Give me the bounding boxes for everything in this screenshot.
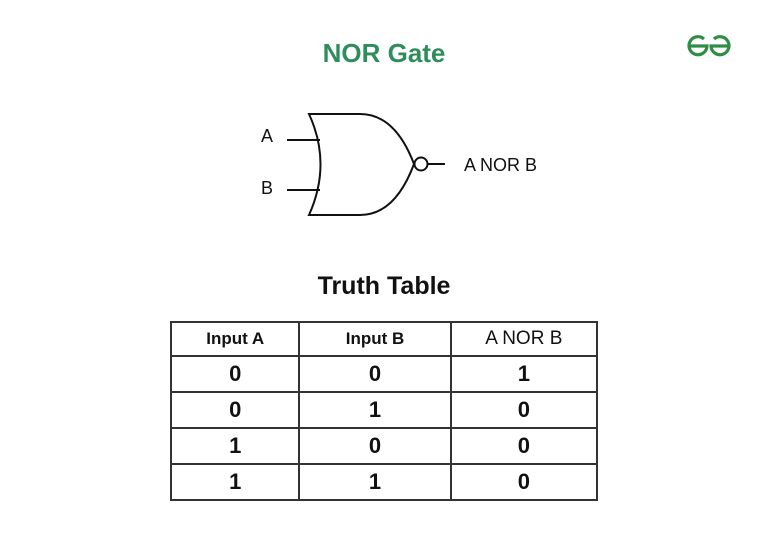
header-input-a: Input A [169, 321, 301, 357]
input-a-label: A [261, 126, 273, 146]
cell-output: 0 [449, 463, 599, 501]
table-row: 0 0 1 [169, 355, 599, 393]
truth-table: Input A Input B A NOR B 0 0 1 0 1 0 1 0 … [169, 321, 599, 501]
nor-gate-diagram: A B A NOR B [261, 113, 537, 216]
cell-output: 0 [449, 391, 599, 429]
cell-input-b: 1 [298, 391, 452, 429]
table-row: 0 1 0 [169, 391, 599, 429]
cell-input-a: 0 [169, 391, 301, 429]
cell-output: 0 [449, 427, 599, 465]
cell-output: 1 [449, 355, 599, 393]
cell-input-b: 0 [298, 427, 452, 465]
cell-input-b: 0 [298, 355, 452, 393]
table-row: 1 0 0 [169, 427, 599, 465]
nor-gate-body [307, 113, 416, 216]
geeksforgeeks-logo-icon [687, 35, 731, 57]
header-output: A NOR B [449, 321, 599, 357]
table-row: 1 1 0 [169, 463, 599, 501]
cell-input-b: 1 [298, 463, 452, 501]
inversion-bubble [413, 156, 429, 172]
cell-input-a: 1 [169, 463, 301, 501]
page-title: NOR Gate [322, 38, 446, 68]
truth-table-title: Truth Table [317, 272, 451, 300]
input-b-label: B [261, 178, 273, 198]
cell-input-a: 0 [169, 355, 301, 393]
cell-input-a: 1 [169, 427, 301, 465]
output-label: A NOR B [464, 155, 537, 175]
header-input-b: Input B [298, 321, 452, 357]
table-header-row: Input A Input B A NOR B [169, 321, 599, 357]
